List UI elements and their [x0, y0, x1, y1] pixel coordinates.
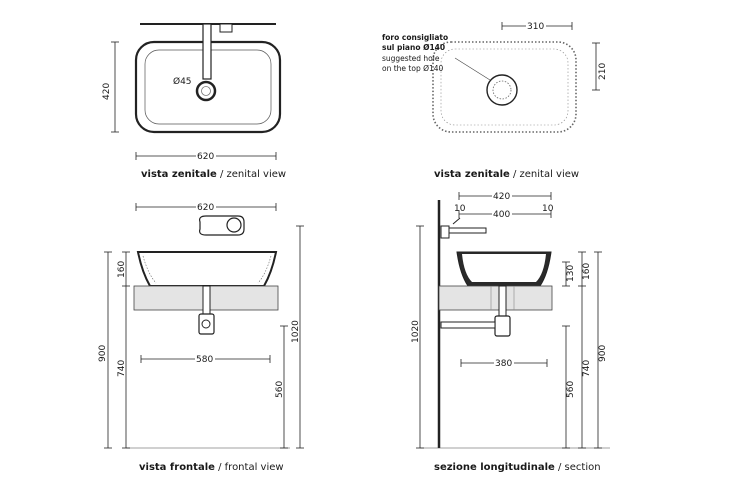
dim-1020-section-label: 1020 — [411, 320, 421, 343]
dim-310-label: 310 — [527, 22, 544, 32]
caption-top-right: vista zenitale / zenital view — [434, 169, 579, 180]
dim-560-section-label: 560 — [566, 381, 576, 398]
drain-pipe-section — [498, 285, 507, 317]
suggested-hole — [486, 74, 518, 106]
basin-front — [136, 251, 278, 287]
caption-section: sezione longitudinale / section — [434, 462, 601, 473]
dim-10a-label: 10 — [454, 204, 466, 214]
mixer-lever — [219, 23, 233, 33]
dim-160-label: 160 — [117, 261, 127, 278]
dim-900-label: 900 — [98, 345, 108, 362]
dim-740-label: 740 — [117, 360, 127, 377]
dim-160-section-label: 160 — [582, 263, 592, 280]
dim-740-section-label: 740 — [582, 360, 592, 377]
width-dim-label: 620 — [197, 152, 214, 162]
drain-dim-label: Ø45 — [173, 76, 192, 87]
trap-section — [494, 315, 511, 337]
top-right-view: foro consigliato sul piano Ø140 suggeste… — [382, 21, 608, 180]
note-line-1: foro consigliato — [382, 33, 448, 42]
dim-900-section-label: 900 — [598, 345, 608, 362]
caption-front: vista frontale / frontal view — [139, 462, 284, 473]
caption-top-left: vista zenitale / zenital view — [141, 169, 286, 180]
drain-pipe — [202, 285, 211, 315]
dim-130-label: 130 — [566, 265, 576, 282]
countertop-section — [438, 285, 553, 311]
dim-400-label: 400 — [493, 210, 510, 220]
dim-210-label: 210 — [598, 63, 608, 80]
drain-circle — [195, 80, 217, 102]
height-dim-label: 420 — [102, 83, 112, 100]
note-leader — [454, 57, 491, 81]
waste-pipe — [440, 321, 496, 329]
dim-620-label: 620 — [197, 203, 214, 213]
dim-560-label: 560 — [275, 381, 285, 398]
dim-580-label: 580 — [196, 355, 213, 365]
mixer-spout — [202, 23, 212, 80]
mixer-spout — [448, 227, 487, 234]
note-line-2: sul piano Ø140 — [382, 43, 445, 52]
dim-1020-label: 1020 — [291, 320, 301, 343]
section-view: 420 10 10 400 380 1020 — [411, 191, 610, 473]
top-left-view: Ø45 420 620 vista zenitale / zenital vie… — [102, 23, 286, 180]
dim-420-label: 420 — [493, 192, 510, 202]
mixer-body — [440, 225, 450, 239]
note-line-3: suggested hole — [382, 54, 440, 63]
note-line-4: on the top Ø140 — [382, 64, 444, 73]
dim-10b-label: 10 — [542, 204, 554, 214]
bottle-trap — [198, 313, 215, 335]
dim-380-label: 380 — [495, 359, 512, 369]
front-view: 620 580 900 160 740 1020 — [98, 202, 304, 473]
